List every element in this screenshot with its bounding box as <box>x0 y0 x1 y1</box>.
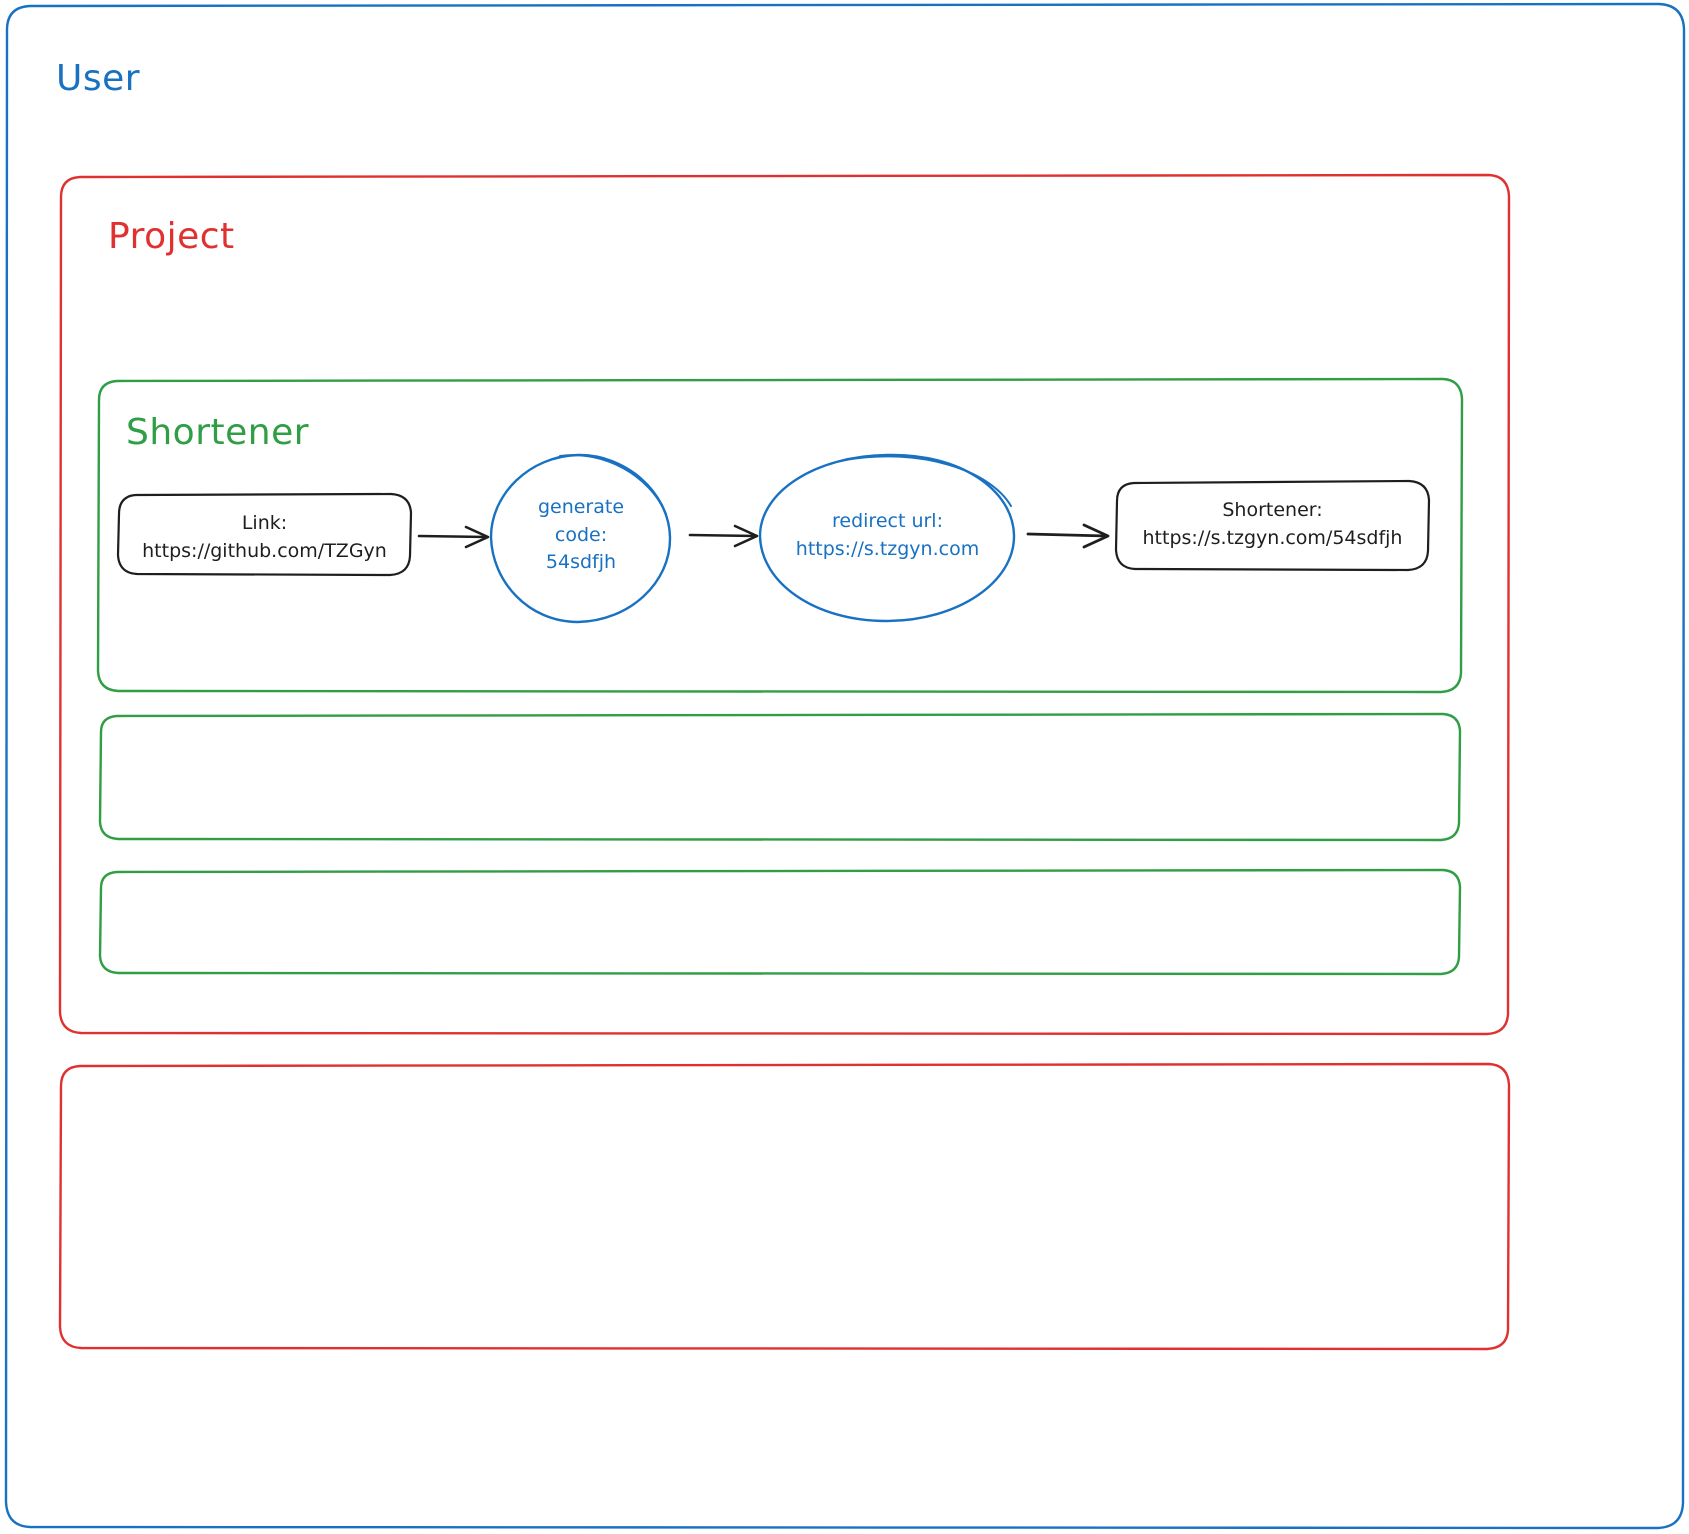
arrow-redirect-to-shortener <box>1026 523 1110 549</box>
node-redirect-url-shape[interactable] <box>758 453 1016 623</box>
arrow-link-to-generate <box>417 525 490 549</box>
node-generate-code-line-3: 54sdfjh <box>545 551 617 574</box>
node-link-label: Link: https://github.com/TZGyn <box>118 510 411 565</box>
node-redirect-url-line-2: https://s.tzgyn.com <box>795 537 980 560</box>
node-generate-code-line-1: generate <box>537 496 625 518</box>
node-shortener-result-line-2: https://s.tzgyn.com/54sdfjh <box>1142 526 1403 549</box>
node-generate-code-label: generate code: 54sdfjh <box>491 494 671 577</box>
shortener-group-label: Shortener <box>126 412 310 453</box>
node-shortener-result-label: Shortener: https://s.tzgyn.com/54sdfjh <box>1116 497 1429 552</box>
empty-green-group-1-border[interactable] <box>98 712 1462 842</box>
node-generate-code-shape[interactable] <box>489 453 672 624</box>
node-link-shape[interactable] <box>116 492 413 577</box>
node-redirect-url-line-1: redirect url: <box>832 510 943 532</box>
node-shortener-result-line-1: Shortener: <box>1222 499 1323 521</box>
arrow-generate-to-redirect <box>688 524 759 548</box>
shortener-group-border[interactable] <box>96 377 1464 694</box>
node-redirect-url-label: redirect url: https://s.tzgyn.com <box>760 508 1015 563</box>
node-generate-code-line-2: code: <box>554 523 608 546</box>
node-shortener-result-shape[interactable] <box>1114 479 1431 572</box>
project-group-label: Project <box>108 216 235 257</box>
project-group-border[interactable] <box>58 173 1511 1036</box>
empty-red-group-2-border[interactable] <box>58 1062 1511 1351</box>
empty-green-group-2-border[interactable] <box>98 868 1462 976</box>
node-link-line-2: https://github.com/TZGyn <box>142 539 387 562</box>
node-link-line-1: Link: <box>241 512 288 534</box>
user-group-border[interactable] <box>4 2 1686 1530</box>
user-group-label: User <box>56 58 141 99</box>
